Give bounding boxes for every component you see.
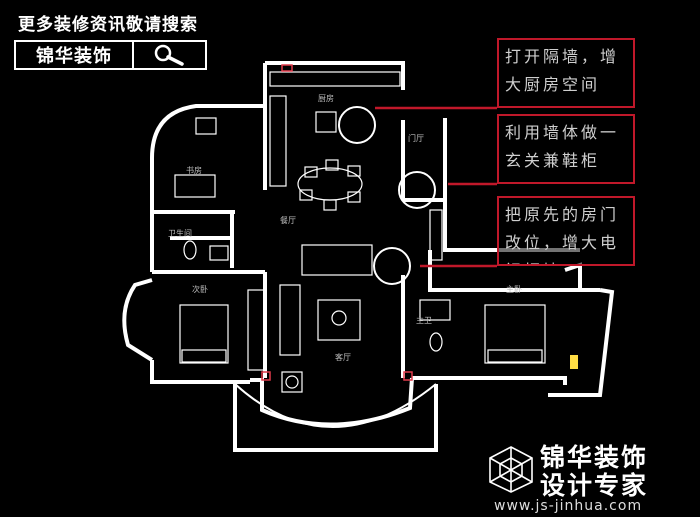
room-label-foyer: 门厅 — [408, 134, 424, 143]
annotation-tv-wall: 把原先的房门改位，增大电视柜墙 — [497, 196, 635, 266]
room-label-bathroom: 卫生间 — [168, 229, 192, 238]
room-label-living: 客厅 — [335, 353, 351, 362]
room-label-study: 书房 — [186, 166, 202, 175]
magnifier-icon — [154, 44, 184, 66]
room-label-dining: 餐厅 — [280, 216, 296, 225]
annotation-foyer: 利用墙体做一玄关兼鞋柜 — [497, 114, 635, 184]
brand-url: www.js-jinhua.com — [494, 498, 643, 514]
brand-tagline: 设计专家 — [540, 471, 649, 500]
promo-caption: 更多装修资讯敬请搜索 — [18, 15, 198, 35]
search-button[interactable] — [134, 42, 205, 68]
room-label-master-bath: 主卫 — [416, 316, 432, 325]
search-bar[interactable]: 锦华装饰 — [14, 40, 207, 70]
annotation-kitchen: 打开隔墙，增大厨房空间 — [497, 38, 635, 108]
room-label-kitchen: 厨房 — [318, 94, 334, 103]
room-label-second-bedroom: 次卧 — [192, 285, 208, 294]
brand-cube-logo — [489, 446, 533, 493]
search-brand-label: 锦华装饰 — [16, 42, 134, 68]
brand-name: 锦华装饰 — [540, 443, 649, 472]
room-label-master-bedroom: 主卧 — [506, 285, 522, 294]
